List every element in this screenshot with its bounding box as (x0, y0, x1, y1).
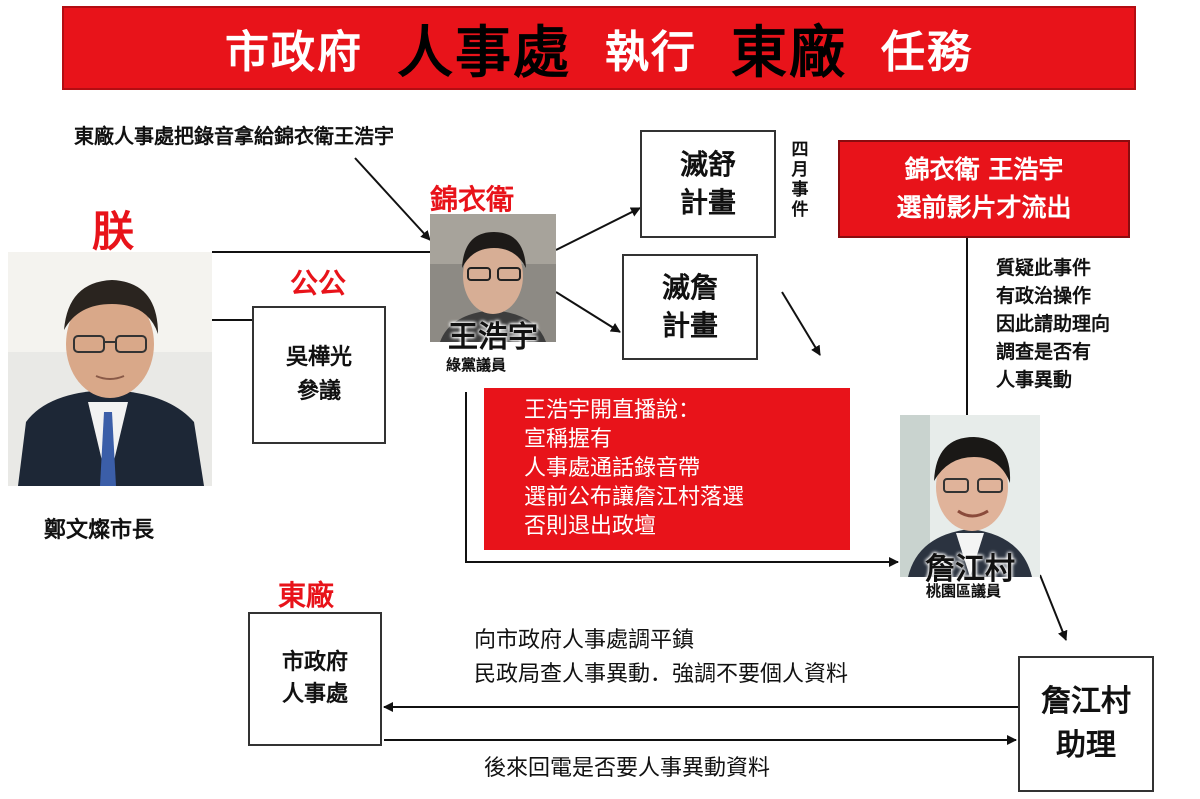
gonggong-label: 公公 (290, 267, 347, 300)
office-line2: 人事處 (281, 682, 348, 707)
zhan-name: 詹江村 (925, 552, 1015, 587)
title-part3: 執行 (605, 27, 697, 78)
wang-title: 綠黨議員 (446, 356, 507, 374)
arrow-wang-plan2 (555, 291, 621, 333)
assistant-line2: 助理 (1056, 728, 1116, 763)
gonggong-box-line2: 參議 (296, 379, 341, 404)
video-line1: 錦衣衛 王浩宇 (904, 155, 1064, 184)
mayor-photo (8, 252, 212, 486)
arrow-zhan-assistant (1039, 574, 1068, 641)
reply-text: 後來回電是否要人事異動資料 (484, 756, 771, 781)
title-part5: 任務 (881, 27, 973, 78)
title-part4: 東廠 (731, 20, 847, 86)
question-note: 質疑此事件 有政治操作 因此請助理向 調查是否有 人事異動 (996, 257, 1111, 391)
mayor-role-label: 朕 (92, 207, 135, 256)
video-line2: 選前影片才流出 (896, 193, 1072, 222)
office-line1: 市政府 (281, 650, 348, 675)
plan2-line1: 滅詹 (661, 271, 718, 304)
zhan-photo (900, 415, 1040, 577)
mayor-name: 鄭文燦市長 (44, 518, 155, 543)
gonggong-box: 吳樺光 參議 (252, 306, 386, 444)
plan2-line2: 計畫 (661, 309, 718, 342)
title-part1: 市政府 (225, 27, 363, 78)
arrow-wang-zhan (465, 392, 899, 567)
plan1-box: 滅舒 計畫 (640, 130, 776, 238)
arrow-wang-plan1 (555, 207, 641, 251)
zhan-title: 桃園區議員 (926, 582, 1002, 600)
april-event-label: 四 月 事 件 (791, 140, 809, 220)
top-caption: 東廠人事處把錄音拿給錦衣衛王浩宇 (74, 124, 394, 148)
assistant-line1: 詹江村 (1041, 684, 1131, 719)
assistant-box: 詹江村 助理 (1018, 656, 1154, 792)
plan1-line2: 計畫 (679, 186, 736, 219)
title-banner: 市政府 人事處 執行 東廠 任務 (62, 6, 1136, 90)
personnel-office-box: 市政府 人事處 (248, 612, 382, 746)
request-text: 向市政府人事處調平鎮 民政局查人事異動．強調不要個人資料 (474, 628, 849, 687)
video-release-box: 錦衣衛 王浩宇 選前影片才流出 (838, 140, 1130, 238)
live-broadcast-box: 王浩宇開直播說： 宣稱握有 人事處通話錄音帶 選前公布讓詹江村落選 否則退出政壇 (484, 388, 850, 550)
arrow-plan-zhan (781, 291, 821, 356)
wang-role-label: 錦衣衛 (430, 183, 515, 216)
dongchang-label: 東廠 (278, 579, 335, 612)
wang-photo (430, 214, 556, 342)
gonggong-box-line1: 吳樺光 (285, 345, 352, 370)
arrow-caption-wang (354, 157, 431, 241)
plan2-box: 滅詹 計畫 (622, 254, 758, 360)
wang-name: 王浩宇 (448, 320, 538, 355)
title-part2: 人事處 (397, 20, 571, 86)
plan1-line1: 滅舒 (679, 148, 736, 181)
